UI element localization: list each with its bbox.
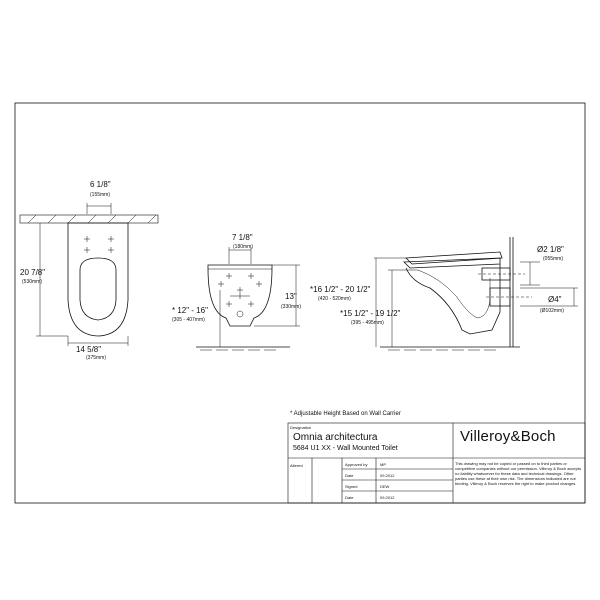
row-label: Approved by bbox=[345, 462, 368, 467]
rear-body-height-mm: (330mm) bbox=[281, 304, 301, 310]
row-value: 09.2012 bbox=[380, 473, 395, 478]
front-height-mm: (530mm) bbox=[22, 279, 42, 285]
side-inner-height-mm: (395 - 495mm) bbox=[351, 320, 384, 326]
side-inlet-dia-mm: (055mm) bbox=[543, 256, 563, 262]
side-outlet-dia-mm: (Ø102mm) bbox=[540, 308, 564, 314]
rear-body-height-label: 13" bbox=[285, 292, 297, 301]
side-outlet-pipe bbox=[489, 287, 511, 307]
product-name: Omnia architectura bbox=[293, 432, 378, 443]
product-description: 5684 U1 XX - Wall Mounted Toilet bbox=[293, 445, 398, 452]
side-outer-height-mm: (420 - 520mm) bbox=[318, 296, 351, 302]
front-top-width-mm: (155mm) bbox=[90, 192, 110, 198]
rear-floor-height-label: * 12" - 16" bbox=[172, 306, 208, 315]
row-value: 09.2012 bbox=[380, 495, 395, 500]
front-bottom-width-label: 14 5/8" bbox=[76, 345, 101, 354]
rear-body-outline bbox=[207, 264, 273, 327]
row-value: DEW bbox=[380, 484, 390, 489]
front-bowl-outline bbox=[67, 222, 129, 337]
row-label: Date bbox=[345, 495, 354, 500]
front-seat-opening bbox=[79, 257, 117, 321]
front-top-width-label: 6 1/8" bbox=[90, 180, 111, 189]
side-view: *16 1/2" - 20 1/2" (420 - 520mm) *15 1/2… bbox=[310, 237, 578, 351]
altered-label: Altered bbox=[290, 463, 303, 468]
height-note: * Adjustable Height Based on Wall Carrie… bbox=[290, 411, 401, 417]
title-block-frame bbox=[287, 422, 586, 504]
side-seat bbox=[403, 257, 501, 269]
designation-label: Designation bbox=[290, 425, 312, 430]
row-label: Signed bbox=[345, 484, 358, 489]
row-value: MP bbox=[380, 462, 386, 467]
disclaimer-text: This drawing may not be copied or passed… bbox=[455, 461, 581, 486]
rear-floor-height-mm: (305 - 407mm) bbox=[172, 317, 205, 323]
side-bowl-trap bbox=[417, 269, 491, 319]
front-height-label: 20 7/8" bbox=[20, 268, 45, 277]
brand-name: Villeroy&Boch bbox=[460, 428, 556, 445]
side-bowl-outline bbox=[405, 264, 501, 335]
rear-mounting-holes bbox=[218, 273, 262, 318]
side-outlet-dia-label: Ø4" bbox=[548, 295, 562, 304]
rear-top-width-mm: (180mm) bbox=[233, 244, 253, 250]
rear-top-width-label: 7 1/8" bbox=[232, 233, 253, 242]
front-bottom-width-mm: (375mm) bbox=[86, 355, 106, 361]
side-inner-height-label: *15 1/2" - 19 1/2" bbox=[340, 309, 401, 318]
front-mounting-holes bbox=[84, 236, 114, 253]
side-seat-lid bbox=[405, 251, 503, 265]
rear-view: 7 1/8" (180mm) * 12" - 16" (305 - 407mm)… bbox=[172, 233, 301, 351]
side-inlet-dia-label: Ø2 1/8" bbox=[537, 245, 564, 254]
front-view: 6 1/8" (155mm) 20 7/8" (530mm) 14 5/8" (… bbox=[19, 180, 159, 361]
row-label: Date bbox=[345, 473, 354, 478]
side-outer-height-label: *16 1/2" - 20 1/2" bbox=[310, 285, 371, 294]
